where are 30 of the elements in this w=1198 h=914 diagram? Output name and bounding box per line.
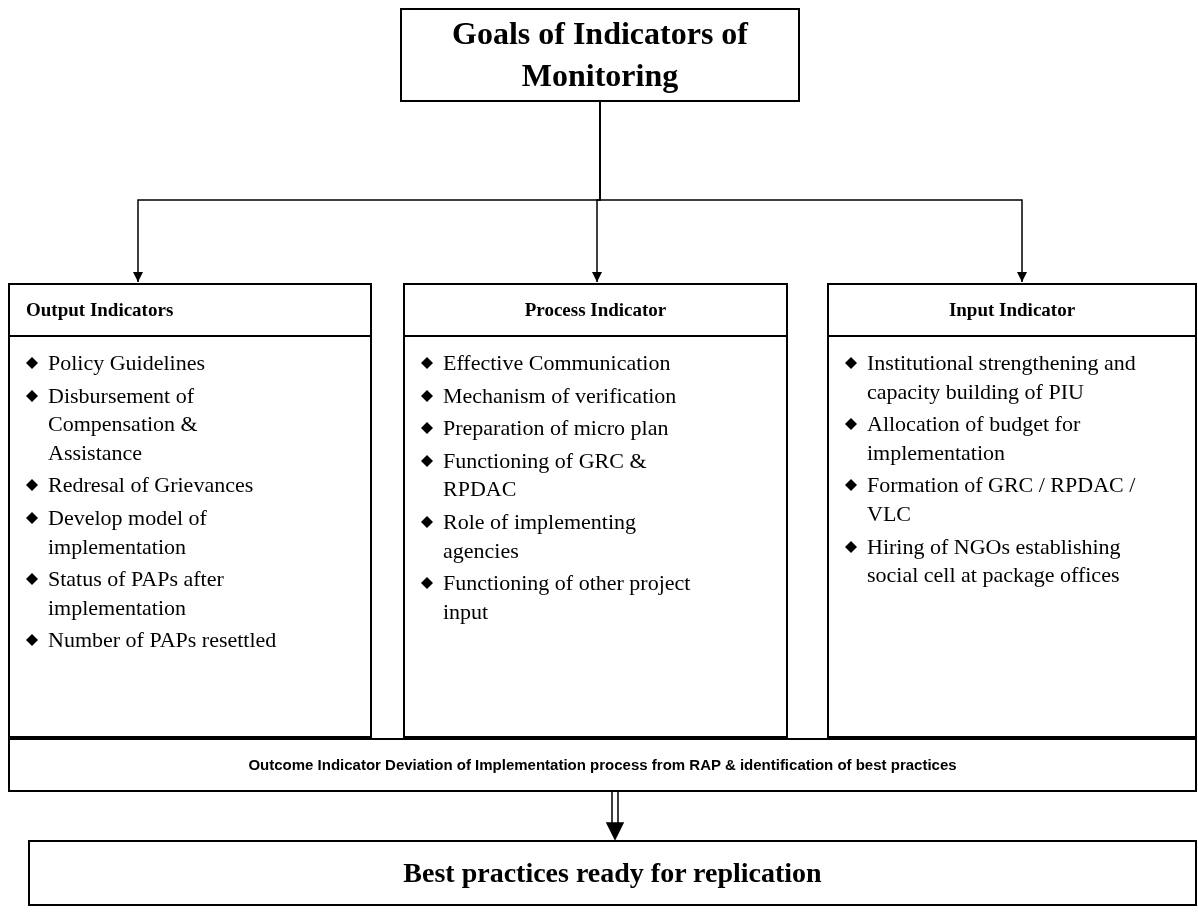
arrow: [599, 101, 1027, 283]
list-item: Number of PAPs resettled: [48, 626, 277, 655]
indicator-box: [403, 283, 788, 738]
list-item: Formation of GRC / RPDAC / VLC: [867, 471, 1137, 528]
indicator-box: [827, 283, 1197, 738]
list-item: Hiring of NGOs establishing social cell at package offices: [867, 532, 1122, 590]
list-item: Effective Communication: [443, 349, 671, 377]
list-item: Mechanism of verification: [443, 381, 677, 410]
double-arrow: [606, 791, 625, 840]
list-item: Functioning of GRC & RPDAC: [443, 446, 648, 504]
list-item: Disbursement of Compensation & Assistance: [48, 381, 199, 467]
list-item: Develop model of implementation: [48, 503, 208, 561]
list-item: Redresal of Grievances: [48, 471, 254, 500]
outcome-text: Outcome Indicator Deviation of Implementation process from RAP & identification of best practices: [248, 754, 957, 775]
column-heading: Output Indicators: [26, 297, 174, 322]
result-box: [28, 840, 1197, 906]
result-text: Best practices ready for replication: [403, 856, 822, 890]
title-box: [400, 8, 800, 102]
indicator-box: [8, 283, 372, 738]
list-item: Role of implementing agencies: [443, 507, 638, 565]
list-item: Functioning of other project input: [443, 569, 692, 626]
list-item: Preparation of micro plan: [443, 414, 669, 443]
list-item: Policy Guidelines: [48, 349, 206, 377]
list-item: Institutional strengthening and capacity building of PIU: [867, 349, 1137, 406]
column-heading: Process Indicator: [524, 297, 667, 322]
title-text: Goals of Indicators of Monitoring: [451, 14, 750, 95]
outcome-bar: [8, 738, 1197, 792]
list-item: Allocation of budget for implementation: [867, 410, 1082, 467]
list-item: Status of PAPs after implementation: [48, 565, 225, 622]
column-heading: Input Indicator: [948, 297, 1076, 322]
